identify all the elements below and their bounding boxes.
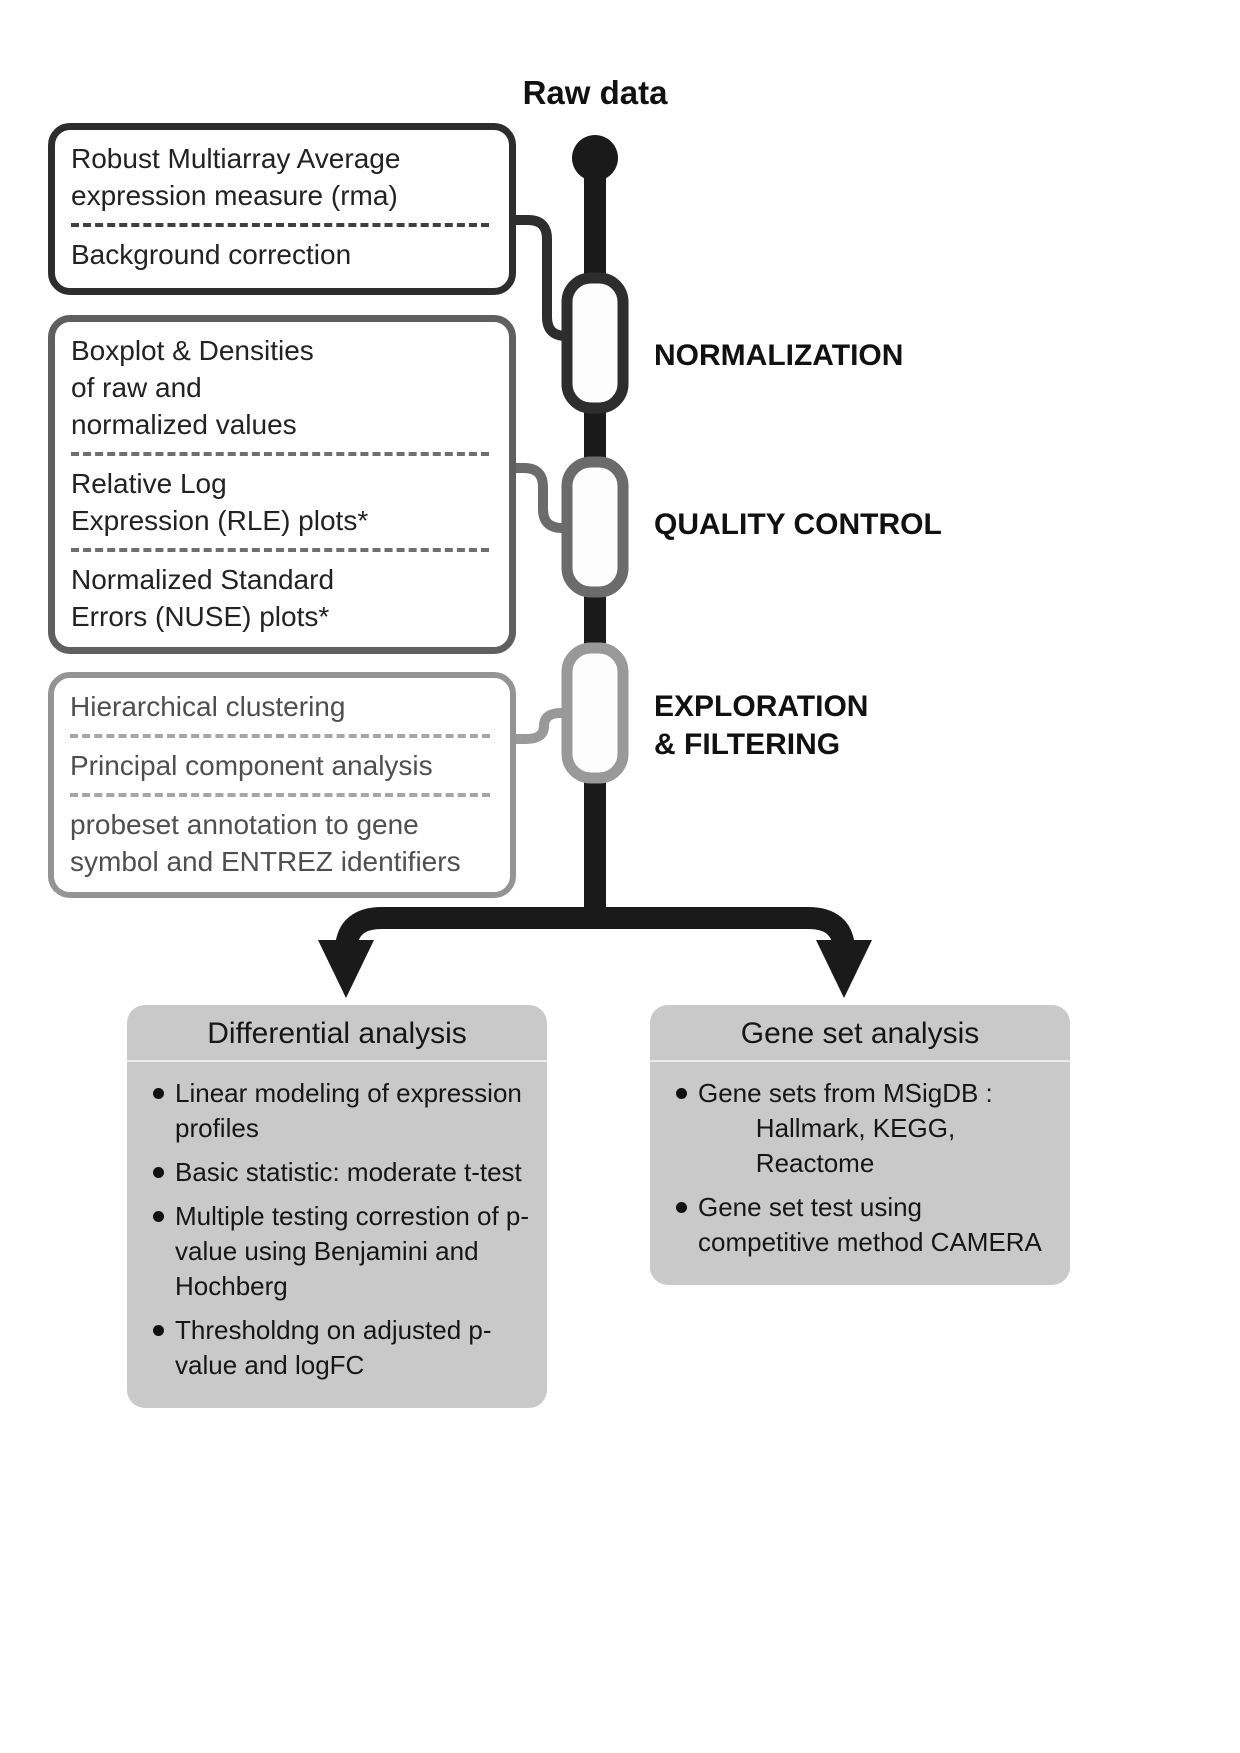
panel-title: Differential analysis: [127, 1005, 547, 1062]
list-item: Multiple testing correstion of p-value u…: [153, 1199, 533, 1304]
list-item: Thresholdng on adjusted p-value and logF…: [153, 1313, 533, 1383]
differential-analysis-panel: Differential analysis Linear modeling of…: [127, 1005, 547, 1408]
list-item: Linear modeling of expression profiles: [153, 1076, 533, 1146]
bullet-list: Gene sets from MSigDB : Hallmark, KEGG, …: [650, 1062, 1070, 1260]
gene-set-analysis-panel: Gene set analysis Gene sets from MSigDB …: [650, 1005, 1070, 1285]
exploration-steps-box: Hierarchical clustering Principal compon…: [48, 672, 516, 898]
right-arrowhead: [816, 940, 872, 998]
step-item: Normalized Standard Errors (NUSE) plots*: [71, 564, 335, 632]
bullet-text: Linear modeling of expression profiles: [175, 1078, 530, 1143]
dashed-divider: [71, 548, 489, 552]
connector-quality-control: [509, 463, 579, 533]
step-item: Relative Log Expression (RLE) plots*: [71, 468, 369, 536]
list-item: Basic statistic: moderate t-test: [153, 1155, 533, 1190]
dashed-divider: [70, 793, 490, 797]
list-item: Gene set test using competitive method C…: [676, 1190, 1056, 1260]
step-item: Robust Multiarray Average expression mea…: [71, 143, 401, 211]
dashed-divider: [71, 223, 489, 227]
bullet-text: Gene sets from MSigDB : Hallmark, KEGG, …: [698, 1078, 993, 1178]
bullet-icon: [153, 1325, 164, 1336]
panel-title: Gene set analysis: [650, 1005, 1070, 1062]
raw-data-label: Raw data: [522, 74, 668, 111]
step-item: Principal component analysis: [70, 750, 433, 781]
raw-data-dot: [572, 135, 618, 181]
bullet-icon: [153, 1167, 164, 1178]
exploration-node: [561, 642, 629, 784]
dashed-divider: [70, 734, 490, 738]
bullet-icon: [676, 1202, 687, 1213]
list-item: Gene sets from MSigDB : Hallmark, KEGG, …: [676, 1076, 1056, 1181]
bullet-text: Multiple testing correstion of p-value u…: [175, 1201, 530, 1301]
normalization-steps-box: Robust Multiarray Average expression mea…: [48, 123, 516, 295]
step-item: probeset annotation to gene symbol and E…: [70, 809, 461, 877]
stage-label-exploration-filtering: EXPLORATION & FILTERING: [654, 690, 869, 761]
bullet-icon: [153, 1088, 164, 1099]
step-item: Hierarchical clustering: [70, 691, 346, 722]
step-item: Boxplot & Densities of raw and normalize…: [71, 335, 314, 440]
quality-control-steps-box: Boxplot & Densities of raw and normalize…: [48, 315, 516, 654]
step-item: Background correction: [71, 239, 352, 270]
dashed-divider: [71, 452, 489, 456]
connector-exploration: [509, 708, 579, 744]
normalization-node: [561, 272, 629, 414]
connector-normalization: [509, 215, 579, 341]
bullet-text: Gene set test using competitive method C…: [698, 1192, 1042, 1257]
bullet-icon: [153, 1211, 164, 1222]
quality-control-node: [561, 456, 629, 598]
stage-label-quality-control: QUALITY CONTROL: [654, 508, 942, 541]
bullet-icon: [676, 1088, 687, 1099]
bullet-text: Basic statistic: moderate t-test: [175, 1157, 522, 1187]
branch-bar: [335, 907, 855, 959]
bullet-list: Linear modeling of expression profiles B…: [127, 1062, 547, 1383]
stage-label-normalization: NORMALIZATION: [654, 339, 904, 372]
left-arrowhead: [318, 940, 374, 998]
pipeline-trunk: [584, 150, 606, 922]
bullet-text: Thresholdng on adjusted p-value and logF…: [175, 1315, 492, 1380]
